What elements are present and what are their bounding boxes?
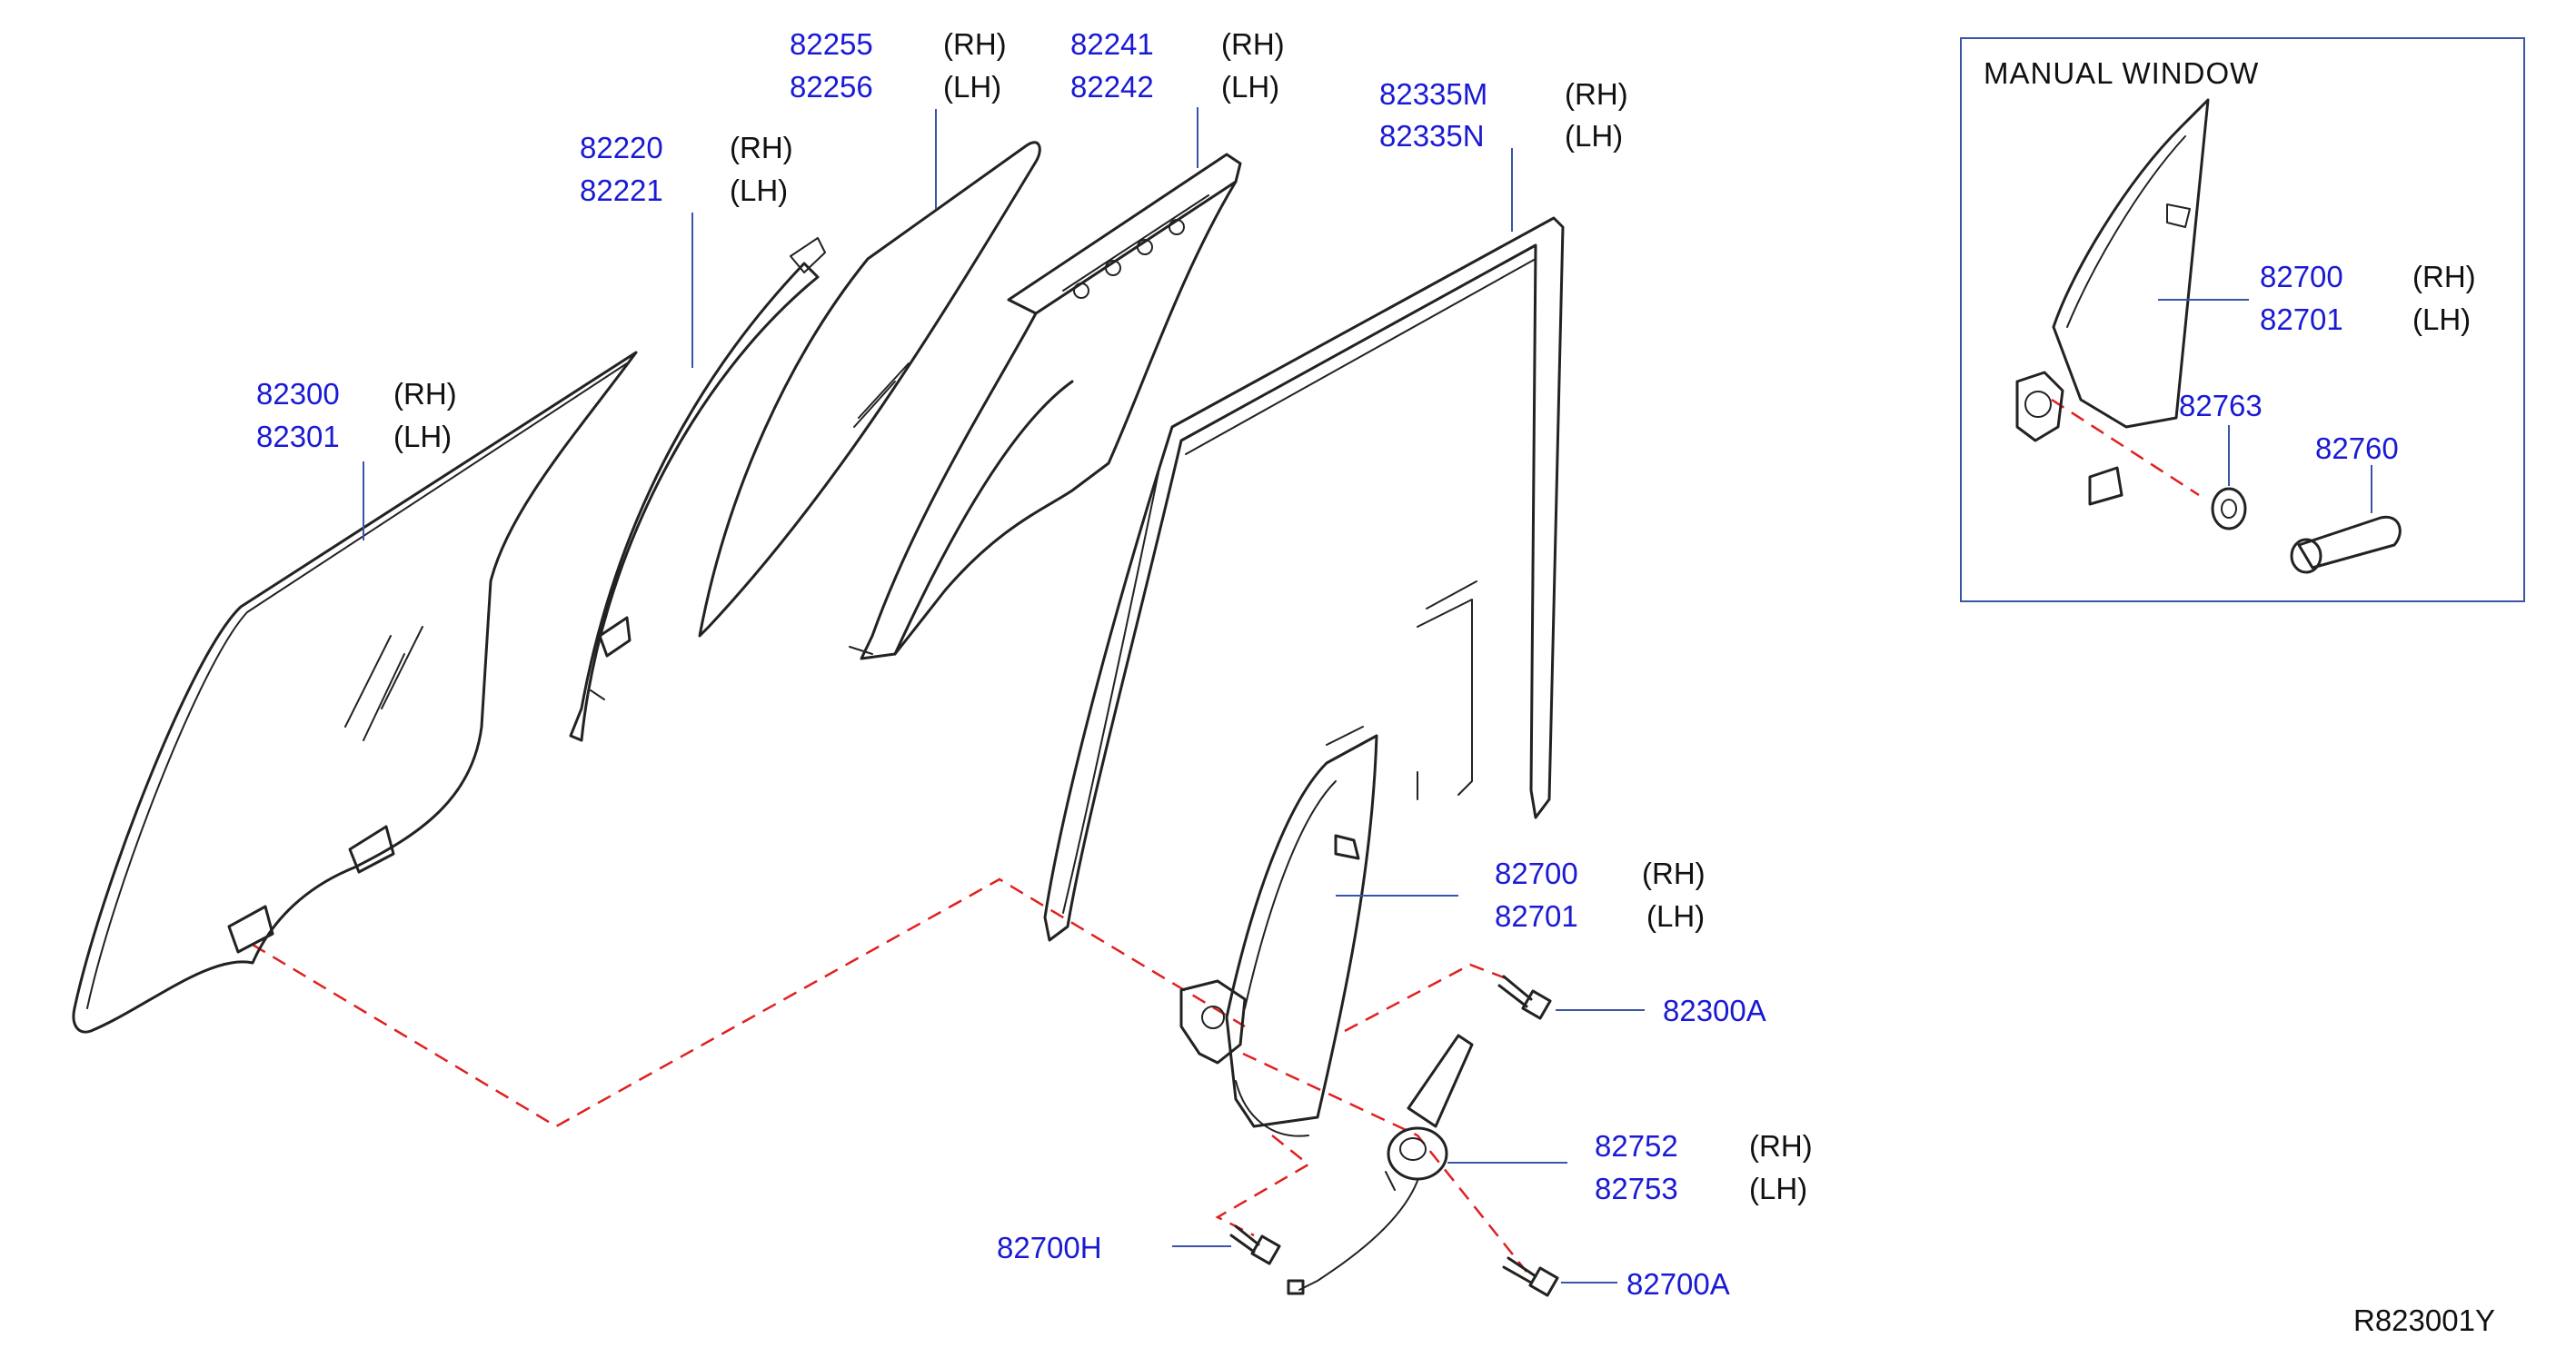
side-label-rh: (RH) xyxy=(393,377,457,411)
leader-lines xyxy=(363,107,2372,1284)
part-number-82335m[interactable]: 82335M xyxy=(1379,77,1487,111)
single-callouts: 82300A 82700H 82700A 82763 82760 xyxy=(997,389,2399,1301)
part-number-82753[interactable]: 82753 xyxy=(1595,1172,1678,1205)
part-number-82300a[interactable]: 82300A xyxy=(1663,994,1766,1027)
corner-glass-drawing xyxy=(698,141,1041,638)
bolt-drawings xyxy=(1229,975,1559,1297)
part-number-82220[interactable]: 82220 xyxy=(580,131,663,164)
part-number-82760[interactable]: 82760 xyxy=(2315,431,2399,465)
side-label-lh: (LH) xyxy=(1646,899,1705,933)
sash-drawing xyxy=(569,237,826,742)
side-label-lh: (LH) xyxy=(1565,119,1623,153)
side-label-lh: (LH) xyxy=(730,173,788,207)
regulator-drawing xyxy=(1179,726,1378,1137)
callout-sash: 82220 (RH) 82221 (LH) xyxy=(580,131,793,207)
side-label-lh: (LH) xyxy=(393,420,452,453)
part-number-82301[interactable]: 82301 xyxy=(256,420,340,453)
callout-corner-glass: 82255 (RH) 82256 (LH) xyxy=(790,27,1007,104)
side-label-lh: (LH) xyxy=(943,70,1001,104)
callout-manual-regulator: 82700 (RH) 82701 (LH) xyxy=(2260,260,2476,336)
part-number-82242[interactable]: 82242 xyxy=(1070,70,1154,104)
manual-window-inset: MANUAL WINDOW xyxy=(1960,37,2525,602)
part-number-82701[interactable]: 82701 xyxy=(1495,899,1578,933)
inset-title: MANUAL WINDOW xyxy=(1984,56,2259,90)
part-number-82763[interactable]: 82763 xyxy=(2179,389,2263,422)
part-number-82700[interactable]: 82700 xyxy=(1495,857,1578,890)
assembly-dashed-lines xyxy=(252,398,2200,1273)
part-number-82700h[interactable]: 82700H xyxy=(997,1231,1102,1264)
part-number-82752[interactable]: 82752 xyxy=(1595,1129,1678,1163)
corner-seal-drawing xyxy=(849,153,1242,660)
part-number-82700a[interactable]: 82700A xyxy=(1626,1267,1730,1301)
part-number-82256[interactable]: 82256 xyxy=(790,70,873,104)
side-label-rh: (RH) xyxy=(1565,77,1628,111)
side-label-rh: (RH) xyxy=(2412,260,2476,293)
part-number-82700-manual[interactable]: 82700 xyxy=(2260,260,2343,293)
part-number-82221[interactable]: 82221 xyxy=(580,173,663,207)
part-number-82701-manual[interactable]: 82701 xyxy=(2260,302,2343,336)
diagram-reference-code: R823001Y xyxy=(2353,1303,2495,1337)
side-label-rh: (RH) xyxy=(1749,1129,1813,1163)
door-glass-drawing xyxy=(72,351,638,1034)
side-label-lh: (LH) xyxy=(2412,302,2471,336)
motor-drawing xyxy=(1287,1034,1474,1295)
side-label-rh: (RH) xyxy=(943,27,1007,61)
run-channel-drawing xyxy=(1043,216,1565,942)
part-number-82300[interactable]: 82300 xyxy=(256,377,340,411)
callout-motor: 82752 (RH) 82753 (LH) xyxy=(1595,1129,1813,1205)
part-number-82241[interactable]: 82241 xyxy=(1070,27,1154,61)
callout-run-channel: 82335M (RH) 82335N (LH) xyxy=(1379,77,1628,153)
side-label-lh: (LH) xyxy=(1221,70,1279,104)
side-label-rh: (RH) xyxy=(1221,27,1285,61)
callout-glass: 82300 (RH) 82301 (LH) xyxy=(256,377,457,453)
side-label-rh: (RH) xyxy=(730,131,793,164)
callout-corner-seal: 82241 (RH) 82242 (LH) xyxy=(1070,27,1285,104)
callout-regulator: 82700 (RH) 82701 (LH) xyxy=(1495,857,1706,933)
part-number-82335n[interactable]: 82335N xyxy=(1379,119,1485,153)
side-label-rh: (RH) xyxy=(1642,857,1706,890)
part-number-82255[interactable]: 82255 xyxy=(790,27,873,61)
side-label-lh: (LH) xyxy=(1749,1172,1807,1205)
